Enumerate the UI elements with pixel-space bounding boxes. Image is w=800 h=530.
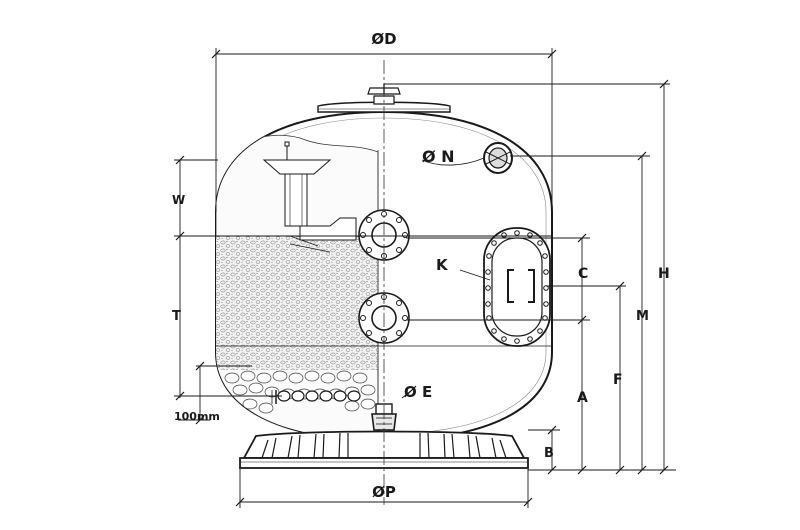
cutaway-interior bbox=[216, 134, 379, 440]
manhole-k bbox=[483, 227, 551, 347]
label-h: H bbox=[658, 266, 670, 282]
label-d: ØD bbox=[371, 30, 396, 48]
label-b: B bbox=[544, 446, 554, 461]
underdrain-laterals bbox=[277, 390, 361, 402]
label-f: F bbox=[613, 372, 623, 388]
label-k: K bbox=[436, 256, 449, 274]
label-e: Ø E bbox=[404, 383, 432, 401]
diffuser bbox=[262, 141, 357, 253]
label-p: ØP bbox=[372, 483, 396, 501]
label-a: A bbox=[577, 390, 588, 406]
dimension-ticks bbox=[175, 49, 669, 507]
label-100mm: 100mm bbox=[174, 410, 220, 423]
label-c: C bbox=[578, 266, 588, 282]
label-w: W bbox=[172, 193, 185, 207]
label-n: Ø N bbox=[422, 147, 455, 166]
nozzle-n bbox=[483, 142, 513, 174]
label-t: T bbox=[172, 309, 181, 324]
dimension-labels: ØD Ø N W K C T M H F A Ø E 100mm B ØP bbox=[172, 30, 670, 501]
tank-lid bbox=[317, 84, 451, 113]
label-m: M bbox=[636, 309, 649, 324]
sand-media bbox=[216, 236, 378, 370]
